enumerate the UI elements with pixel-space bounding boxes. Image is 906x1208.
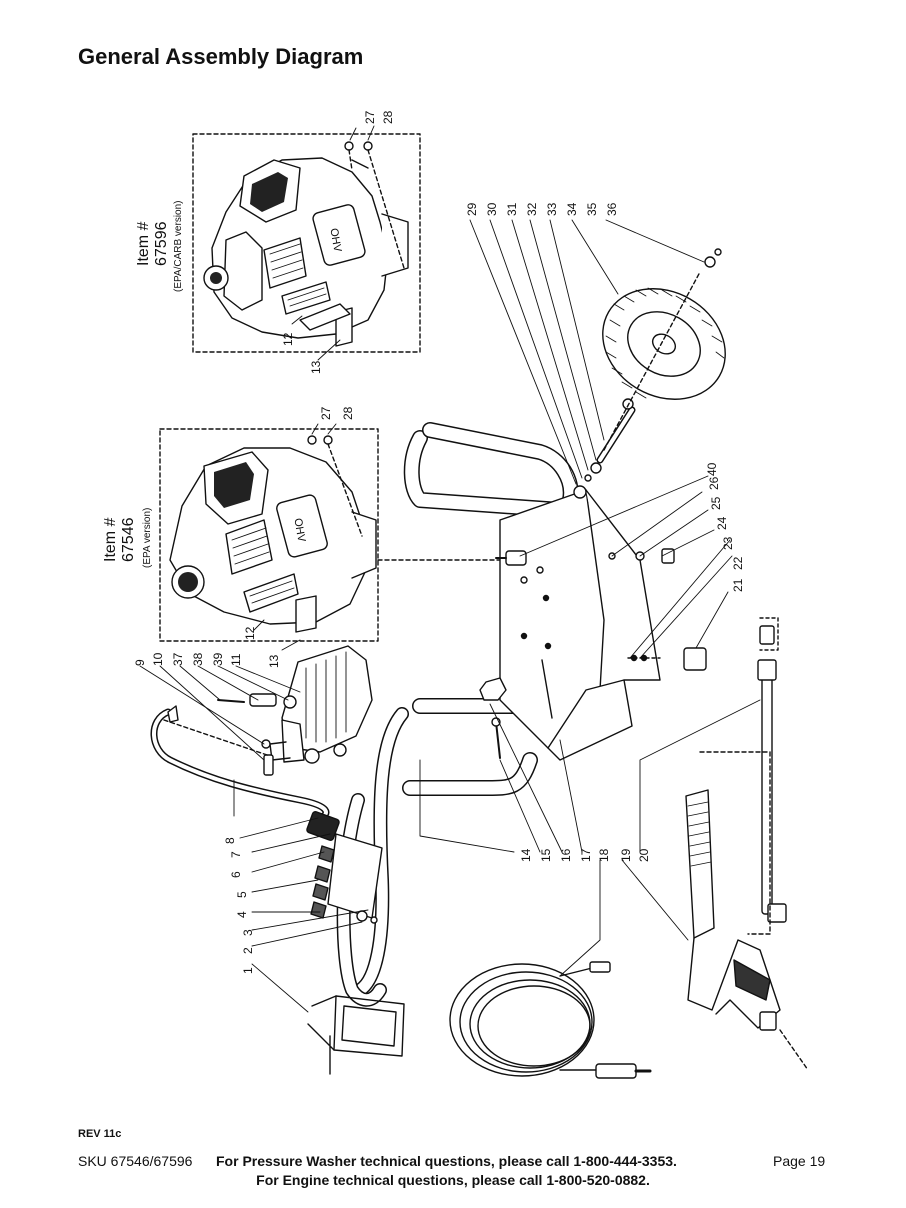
svg-text:(EPA/CARB version): (EPA/CARB version): [173, 200, 184, 292]
callout-13b: 13: [267, 654, 281, 668]
spray-wand: [699, 617, 787, 935]
wheel-assembly: [573, 248, 726, 499]
pump-assembly: [261, 645, 373, 776]
callout-30: 30: [485, 202, 499, 216]
callout-6: 6: [229, 871, 243, 878]
svg-text:Item #: Item #: [135, 221, 152, 266]
foot-21: [683, 647, 707, 671]
callout-11: 11: [229, 653, 243, 666]
callout-18: 18: [597, 848, 611, 862]
callout-9: 9: [133, 659, 147, 666]
spray-gun: [685, 789, 809, 1071]
callout-12b: 12: [243, 626, 257, 640]
callout-40: 40: [705, 462, 719, 476]
callout-39: 39: [211, 652, 225, 666]
pump-part-38: [249, 693, 277, 707]
engine-drawing-67596: OHV: [203, 141, 409, 347]
callout-12a: 12: [281, 332, 295, 346]
callout-29: 29: [465, 202, 479, 216]
engine-drawing-67546: OHV: [169, 435, 377, 633]
callout-28a: 28: [381, 110, 395, 124]
callout-25: 25: [709, 496, 723, 510]
nozzle-holder: [310, 833, 383, 924]
svg-text:67596: 67596: [153, 221, 170, 266]
frame: [336, 422, 661, 1007]
engine-box-67596: [192, 133, 421, 353]
callout-28b: 28: [341, 406, 355, 420]
callout-37: 37: [171, 652, 185, 666]
callout-36: 36: [605, 202, 619, 216]
pump-part-37: [217, 699, 245, 703]
callout-22: 22: [731, 556, 745, 570]
callout-31: 31: [505, 202, 519, 216]
pump-part-39: [283, 695, 297, 709]
callout-23: 23: [721, 536, 735, 550]
engine-label-67596: Item # 67596 (EPA/CARB version): [135, 200, 184, 292]
callout-16: 16: [559, 848, 573, 862]
callout-5: 5: [235, 891, 249, 898]
page-title: General Assembly Diagram: [78, 44, 364, 69]
callout-7: 7: [229, 851, 243, 858]
callout-34: 34: [565, 202, 579, 216]
callout-26: 26: [707, 476, 721, 490]
high-pressure-hose-coil: [449, 961, 652, 1079]
callout-20: 20: [637, 848, 651, 862]
callout-35: 35: [585, 202, 599, 216]
callout-10: 10: [151, 652, 165, 666]
callout-14: 14: [519, 848, 533, 862]
callout-4: 4: [235, 911, 249, 918]
engine-support-line: For Engine technical questions, please c…: [256, 1172, 650, 1188]
svg-text:67546: 67546: [120, 517, 137, 562]
callout-15: 15: [539, 848, 553, 862]
callout-1: 1: [241, 967, 255, 974]
engine-label-67546: Item # 67546 (EPA version): [102, 508, 153, 568]
svg-text:Item #: Item #: [102, 517, 119, 562]
frame-part-40: [505, 550, 527, 566]
callout-27b: 27: [319, 406, 333, 420]
callout-38: 38: [191, 652, 205, 666]
svg-text:OHV: OHV: [291, 517, 307, 543]
hose-rack: [307, 995, 405, 1075]
sku-label: SKU 67546/67596: [78, 1153, 193, 1169]
revision-label: REV 11c: [78, 1128, 122, 1140]
callout-24: 24: [715, 516, 729, 530]
callout-8: 8: [223, 837, 237, 844]
frame-part-15: [495, 721, 501, 759]
pressure-washer-support-line: For Pressure Washer technical questions,…: [216, 1153, 677, 1169]
callout-27a: 27: [363, 110, 377, 124]
callout-17: 17: [579, 848, 593, 862]
page-number: Page 19: [773, 1153, 826, 1169]
callout-2: 2: [241, 947, 255, 954]
frame-part-16: [479, 677, 507, 701]
svg-text:(EPA version): (EPA version): [142, 508, 153, 568]
engine-box-67546: [159, 428, 379, 642]
callout-13a: 13: [309, 360, 323, 374]
callout-21: 21: [731, 578, 745, 592]
callout-3: 3: [241, 929, 255, 936]
callout-19: 19: [619, 848, 633, 862]
callout-33: 33: [545, 202, 559, 216]
svg-text:OHV: OHV: [327, 227, 343, 253]
callout-32: 32: [525, 202, 539, 216]
